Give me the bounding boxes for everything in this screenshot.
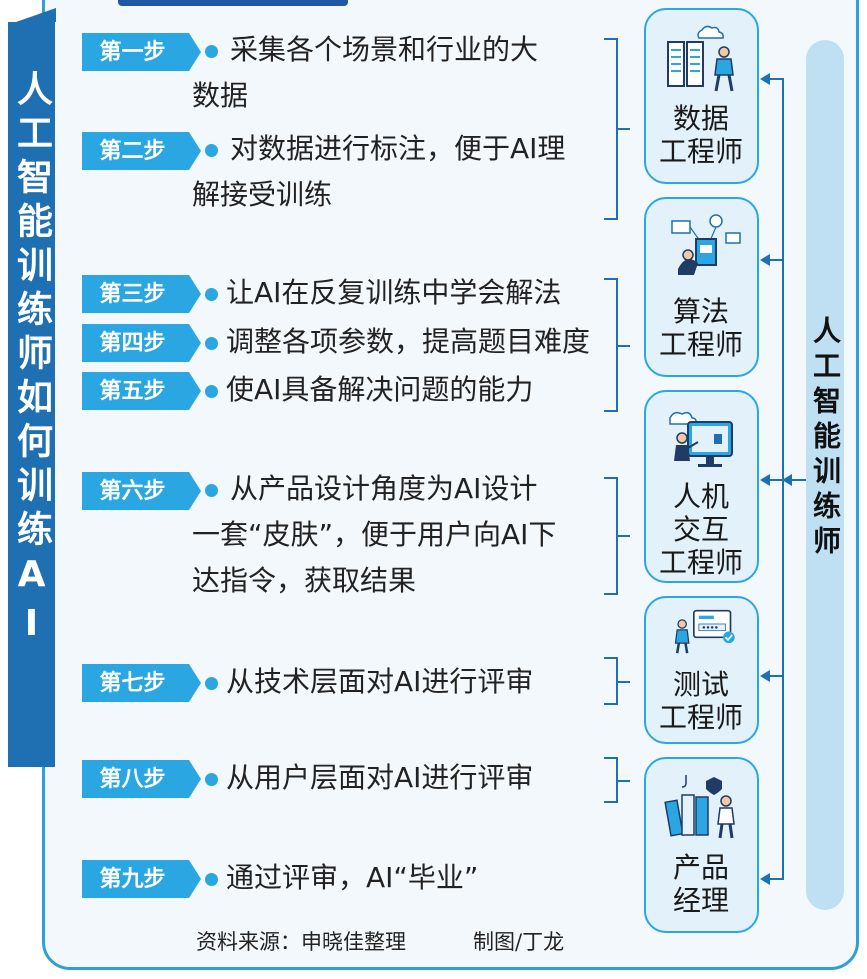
bracket-algorithm [604, 278, 618, 412]
step-text: 从产品设计角度为AI设计 一套“皮肤”，便于用户向AI下 达指令，获取结果 [192, 472, 557, 597]
role-hci-engineer: 人机交互工程师 [644, 390, 759, 583]
step-text: 通过评审，AI“毕业” [226, 861, 479, 894]
step-text: 从用户层面对AI进行评审 [226, 761, 534, 794]
step-badge: 第七步 [82, 664, 201, 702]
bracket-tick [618, 128, 630, 130]
bullet-dot [205, 337, 218, 350]
bullet-dot [205, 45, 218, 58]
trainer-label: 人工智能训练师 [809, 316, 842, 561]
role-data-engineer: 数据工程师 [644, 8, 759, 184]
step-badge: 第八步 [82, 760, 201, 798]
bullet-dot [205, 288, 218, 301]
step-badge: 第三步 [82, 275, 201, 313]
step-text: 从技术层面对AI进行评审 [226, 665, 534, 698]
bracket-test [604, 657, 618, 705]
bracket-tick [618, 345, 630, 347]
step-text: 让AI在反复训练中学会解法 [226, 276, 562, 309]
bracket-product [604, 757, 618, 803]
step-badge: 第六步 [82, 472, 201, 510]
bullet-dot [205, 677, 218, 690]
left-title-banner: 人工智能训练师如何训练AI [8, 8, 56, 767]
role-algorithm-engineer: 算法工程师 [644, 197, 759, 377]
role-product-manager: 产品经理 [644, 757, 759, 933]
bracket-hci [604, 477, 618, 595]
source-note: 资料来源：申晓佳整理 [196, 930, 406, 954]
role-label: 人机交互工程师 [658, 480, 743, 579]
trainer-bar: 人工智能训练师 [806, 40, 844, 910]
bullet-dot [205, 484, 218, 497]
step-badge: 第二步 [82, 132, 201, 170]
algorithm-icon [671, 214, 741, 275]
arrow-to-product [760, 872, 784, 885]
bullet-dot [205, 773, 218, 786]
bracket-tick [618, 780, 630, 782]
hci-screen-icon [669, 411, 733, 467]
bullet-dot [205, 385, 218, 398]
page-title: 人工智能训练师如何训练AI [11, 70, 52, 652]
step-text: 使AI具备解决问题的能力 [226, 373, 534, 406]
role-label: 算法工程师 [658, 295, 743, 361]
step-text: 采集各个场景和行业的大 数据 [192, 33, 539, 112]
arrow-to-algorithm [760, 253, 784, 266]
step-text: 对数据进行标注，便于AI理 解接受训练 [192, 132, 566, 211]
bracket-tick [618, 535, 630, 537]
arrow-to-hci [760, 473, 784, 486]
arrow-from-trainer [782, 473, 806, 486]
role-test-engineer: 测试工程师 [644, 596, 759, 744]
bracket-tick [618, 681, 630, 683]
step-badge: 第五步 [82, 372, 201, 410]
bullet-dot [205, 873, 218, 886]
bullet-dot [205, 144, 218, 157]
credit-note: 制图/丁龙 [473, 930, 565, 954]
data-server-icon [667, 25, 734, 92]
arrow-to-test [760, 669, 784, 682]
arrow-to-data [760, 72, 784, 85]
role-label: 数据工程师 [658, 102, 743, 168]
role-label: 测试工程师 [658, 668, 743, 734]
step-badge: 第四步 [82, 324, 201, 362]
step-badge: 第一步 [82, 33, 201, 71]
step-text: 调整各项参数，提高题目难度 [226, 325, 591, 358]
step-badge: 第九步 [82, 860, 201, 898]
top-tab-decoration [118, 0, 348, 6]
product-folders-icon [664, 775, 735, 839]
role-label: 产品经理 [672, 851, 729, 917]
test-login-icon [674, 609, 735, 654]
bracket-data [604, 38, 618, 220]
